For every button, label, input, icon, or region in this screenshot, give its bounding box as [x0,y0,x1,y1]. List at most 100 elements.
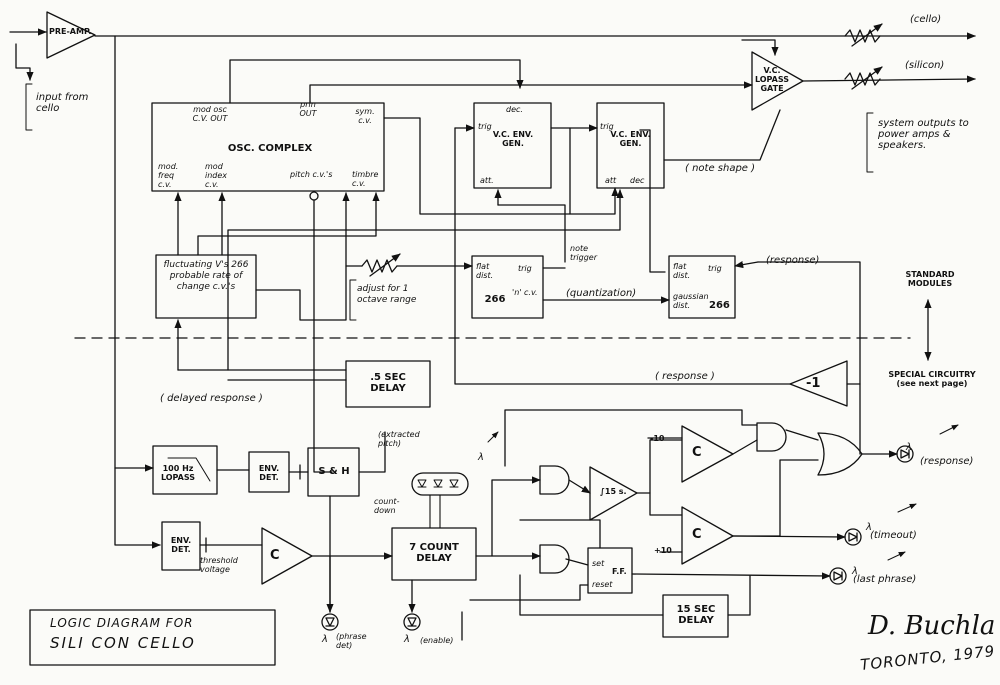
lopass-gate-label: V.C. LOPASS GATE [754,66,790,93]
threshold-label: threshold voltage [200,556,238,574]
comparator-1-label: C [270,548,280,563]
env-gen-2-att: att [605,176,617,185]
out-response-label: (response) [920,456,974,467]
r266g-trig: trig [708,264,722,273]
lopass-gate-triangle [751,51,804,111]
r266g-num: 266 [709,300,730,311]
random-266-n-box [471,255,544,319]
env-gen-1-title: V.C. ENV. GEN. [492,130,534,148]
response-mid-label: ( response ) [655,371,715,382]
comparator-1-triangle [261,527,313,585]
env-det-2-box [161,521,201,571]
osc-complex-box [151,102,385,192]
ff-set-label: set [592,559,605,568]
mod-freq-cv-label: mod. freq c.v. [158,162,179,189]
lopass-100-label: 100 Hz LOPASS [160,464,196,482]
r266n-num: 266 [484,294,506,305]
extracted-pitch-label: (extracted pitch) [378,430,420,448]
delayed-response-label: ( delayed response ) [160,393,263,404]
r266n-trig: trig [518,264,532,273]
osc-complex-title: OSC. COMPLEX [227,143,313,154]
r266n-n-cv: 'n' c.v. [512,288,538,297]
adjust-octave-label: adjust for 1 octave range [357,284,417,305]
note-shape-label: ( note shape ) [685,163,756,174]
mod-osc-cv-out-label: mod osc C.V. OUT [192,105,228,123]
special-circuitry-label: SPECIAL CIRCUITRY (see next page) [888,370,976,388]
delay-05-box [345,360,431,408]
countdown-label: count-down [374,497,400,515]
output-silicon-label: (silicon) [905,60,945,71]
comparator-b-label: C [692,527,702,542]
comparator-a-label: C [692,445,702,460]
random-266-gauss-box [668,255,736,319]
prin-out-label: prin OUT [299,100,317,118]
env-gen-1-att: att. [480,176,494,185]
r266g-flat-dist: flat dist. [673,262,691,280]
signature-name: D. Buchla [868,611,996,641]
env-gen-1-box [473,102,552,189]
mod-index-cv-label: mod index c.v. [205,162,228,189]
sym-cv-label: sym. c.v. [355,107,375,125]
delay-15-label: 15 SEC DELAY [676,604,716,626]
annotation-brackets [25,83,874,321]
env-gen-1-dec: dec. [506,105,523,114]
comparator-b-triangle [681,506,734,565]
r266n-flat-dist: flat dist. [476,262,494,280]
output-cello-label: (cello) [910,14,942,25]
control-wiring [74,39,976,641]
caption-line-2: SILI CON CELLO [50,634,196,652]
env-gen-1-trig: trig [478,122,492,131]
delay-15-box [662,594,729,638]
caption-line-1: LOGIC DIAGRAM FOR [50,616,194,630]
preamp-triangle [46,11,96,59]
standard-modules-label: STANDARD MODULES [905,270,955,288]
lambda-last-phrase: λ [852,566,858,577]
plus10-label: +10 [654,546,672,555]
r266g-gauss: gaussian dist. [673,292,709,310]
lambda-enable: λ [404,634,410,645]
pitch-cvs-label: pitch c.v.'s [290,170,333,179]
indicator-lamps [321,445,914,631]
timbre-cv-label: timbre c.v. [352,170,379,188]
lambda-timeout: λ [866,522,872,533]
sample-hold-label: S & H [318,466,350,477]
ff-label: F.F. [612,567,627,576]
out-timeout-label: (timeout) [870,530,917,541]
flip-flop-box [587,547,633,594]
env-gen-2-title: V.C. ENV. GEN. [610,130,651,148]
lambda-phrase-det: λ [322,634,328,645]
system-outputs-note: system outputs to power amps & speakers. [878,118,969,151]
count-7-delay-label: 7 COUNT DELAY [409,542,459,564]
integrator-label: ∫15 s. [600,487,627,496]
caption-box [29,609,276,666]
lopass-curve [167,457,211,482]
preamp-label: PRE-AMP. [49,27,92,36]
enable-label: (enable) [420,636,454,645]
input-label: input from cello [36,92,89,114]
comparator-a-triangle [681,425,734,483]
response-top-label: (response) [766,255,820,266]
env-gen-2-box [596,102,665,189]
env-gen-2-trig: trig [600,122,614,131]
env-gen-2-dec: dec [630,176,645,185]
quantization-label: (quantization) [566,288,637,299]
invert-label: -1 [806,376,821,391]
env-det-1-label: ENV. DET. [258,464,280,482]
fluct-266-box [155,254,257,319]
countdown-leds [417,479,459,488]
fluct-266-label: fluctuating V's 266 probable rate of cha… [163,260,249,292]
env-det-2-label: ENV. DET. [170,536,192,554]
out-last-phrase-label: (last phrase) [853,574,917,585]
main-signal-lines [9,28,976,549]
lambda-countdown: λ [478,452,484,463]
minus10-label: -10 [650,434,665,443]
phrase-det-label: (phrase det) [336,632,367,650]
delay-05-label: .5 SEC DELAY [370,372,406,394]
output-attenuators [361,23,883,277]
note-trigger-label: note trigger [570,244,598,262]
ff-reset-label: reset [592,580,613,589]
lambda-response: λ [906,442,912,453]
lamp-arrows [487,424,959,561]
